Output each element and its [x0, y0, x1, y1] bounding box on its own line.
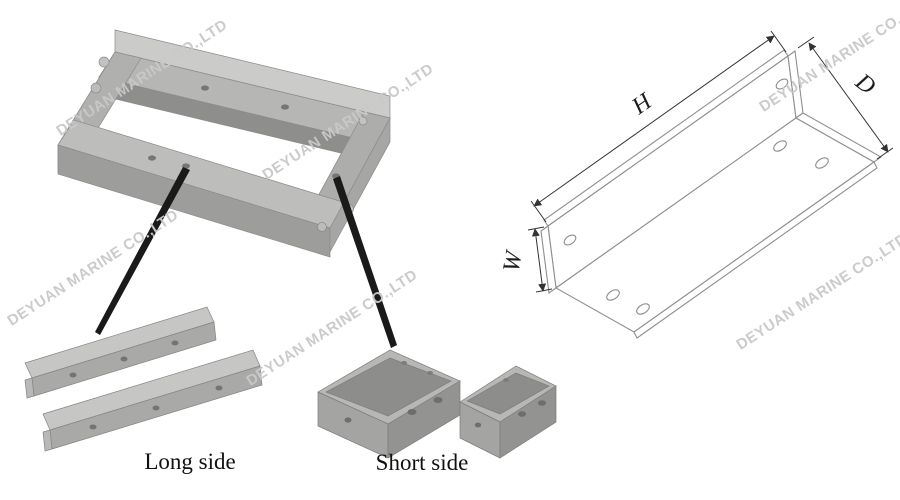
frame-front-face: [57, 144, 331, 258]
long-side-bar-2: [42, 349, 263, 452]
label-long-side: Long side: [144, 449, 236, 474]
dim-label-h: H: [627, 88, 658, 121]
pointer-line-short-side: [333, 176, 397, 348]
long-side-angle-bars: [24, 306, 263, 452]
short-side-bracket-2: [459, 365, 557, 459]
pointer-line-long-side: [95, 167, 190, 335]
bracket-flange-front-edge: [633, 161, 878, 339]
long-side-bar-1: [24, 306, 217, 399]
frame-right-outer-face: [329, 117, 391, 253]
dim-label-d: D: [850, 68, 880, 100]
angle-bracket-line-drawing: [540, 49, 883, 339]
bracket-holes: [563, 78, 829, 315]
short-side-brackets: [317, 349, 557, 459]
short-side-bracket-1: [317, 349, 461, 459]
frame-assembly-photo: [57, 29, 391, 258]
dim-label-w: W: [499, 248, 528, 274]
label-short-side: Short side: [375, 450, 469, 475]
frame-bolt-holes: [148, 85, 340, 179]
